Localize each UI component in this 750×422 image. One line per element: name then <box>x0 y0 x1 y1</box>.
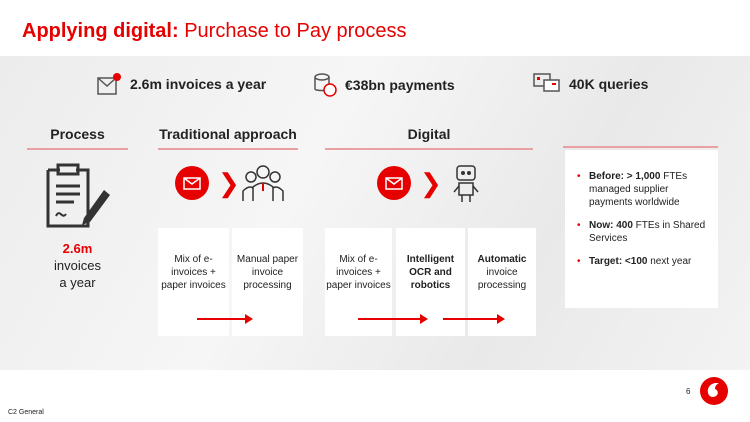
header-digital: Digital <box>325 126 533 150</box>
email-icon <box>377 166 411 200</box>
bullet-bold: Now: 400 <box>589 220 633 231</box>
title-bold: Applying digital: <box>22 20 179 42</box>
signed-document-icon <box>46 163 110 228</box>
stat-label: 2.6m invoices a year <box>130 76 267 92</box>
header-traditional: Traditional approach <box>158 126 298 150</box>
people-group-icon <box>242 165 284 201</box>
bullet-text: next year <box>647 256 692 267</box>
stat-payments: €38bn payments <box>313 72 455 98</box>
classification-label: C2 General <box>8 409 44 416</box>
process-summary: 2.6m invoices a year <box>27 240 128 291</box>
header-process: Process <box>27 126 128 150</box>
coins-icon <box>314 73 337 97</box>
vodafone-logo <box>700 377 728 405</box>
email-icon <box>175 166 209 200</box>
flow-arrow <box>443 314 505 324</box>
card-text: Mix of e-invoices + paper invoices <box>326 253 391 291</box>
bullet-text: FTEs in Shared Services <box>589 220 706 244</box>
card-text: Mix of e-invoices + paper invoices <box>161 253 226 291</box>
bullet-now: Now: 400 FTEs in Shared Services <box>575 219 708 245</box>
stat-invoices: 2.6m invoices a year <box>96 72 266 96</box>
fte-summary-box: Before: > 1,000 FTEs managed supplier pa… <box>565 150 718 308</box>
robot-icon <box>453 165 479 202</box>
bullet-bold: Target: <100 <box>589 256 648 267</box>
chevron-right-icon: ❯ <box>218 168 240 198</box>
card-text: Manual paper invoice processing <box>236 253 299 291</box>
chat-queries-icon <box>533 73 560 92</box>
stat-queries: 40K queries <box>533 72 648 96</box>
invoice-envelope-icon <box>97 73 121 95</box>
flow-arrow <box>197 314 253 324</box>
slide-title: Applying digital: Purchase to Pay proces… <box>22 20 407 43</box>
card-text: Intelligent OCR and robotics <box>406 253 455 291</box>
flow-arrow <box>358 314 428 324</box>
bullet-target: Target: <100 next year <box>575 255 708 268</box>
process-line2: a year <box>59 275 96 290</box>
page-number: 6 <box>686 387 691 396</box>
bullet-text: FTEs managed supplier payments worldwide <box>589 171 688 208</box>
chevron-right-icon: ❯ <box>420 168 442 198</box>
stat-label: 40K queries <box>569 76 649 92</box>
bullet-before: Before: > 1,000 FTEs managed supplier pa… <box>575 170 708 209</box>
card-text: invoice processing <box>477 266 527 291</box>
title-rest: Purchase to Pay process <box>178 20 407 42</box>
process-value: 2.6m <box>62 241 93 256</box>
header-divider <box>563 146 718 148</box>
card-bold: Automatic <box>477 253 527 265</box>
bullet-bold: Before: > 1,000 <box>589 171 661 182</box>
process-line1: invoices <box>54 258 101 273</box>
stat-label: €38bn payments <box>345 77 455 93</box>
